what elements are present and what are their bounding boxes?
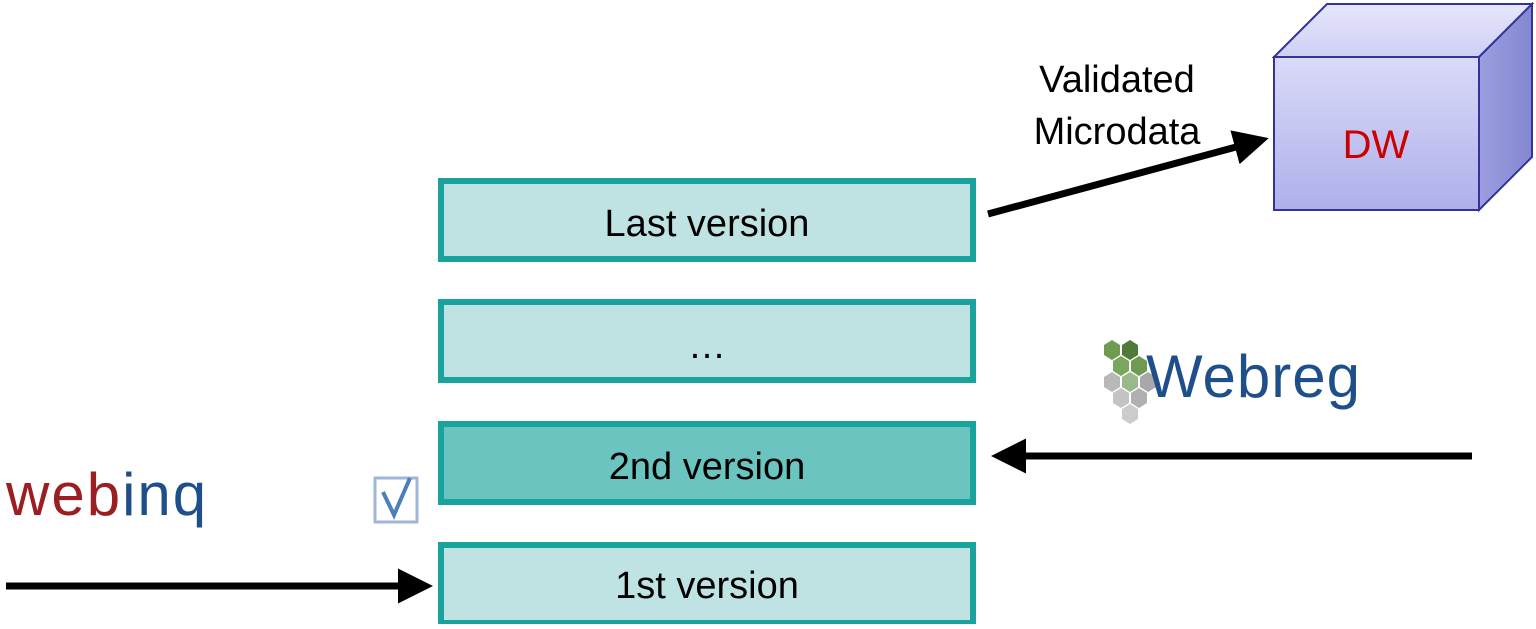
checkmark-box-icon bbox=[373, 476, 419, 524]
hexagon-cluster-icon bbox=[1104, 340, 1156, 424]
version-box-ellipsis: … bbox=[438, 299, 976, 383]
version-box-last-label: Last version bbox=[605, 203, 810, 245]
webinq-logo-text-suffix: inq bbox=[122, 461, 208, 528]
version-box-2nd: 2nd version bbox=[438, 421, 976, 505]
dw-label: DW bbox=[1343, 123, 1410, 167]
version-box-1st: 1st version bbox=[438, 542, 976, 626]
webreg-logo: Webreg bbox=[1104, 340, 1361, 424]
webreg-logo-text: Webreg bbox=[1146, 343, 1361, 410]
webinq-logo: webinq bbox=[5, 461, 419, 528]
version-box-2nd-label: 2nd version bbox=[609, 446, 805, 488]
validated-label-line2: Microdata bbox=[1034, 111, 1202, 153]
version-box-last: Last version bbox=[438, 178, 976, 262]
webinq-logo-text: webinq bbox=[5, 461, 208, 528]
dw-cube: DW bbox=[1271, 1, 1535, 213]
arrow-to-dw bbox=[987, 130, 1269, 218]
validated-label-line1: Validated bbox=[1039, 59, 1195, 101]
version-box-ellipsis-label: … bbox=[688, 325, 726, 367]
version-box-1st-label: 1st version bbox=[615, 565, 799, 607]
